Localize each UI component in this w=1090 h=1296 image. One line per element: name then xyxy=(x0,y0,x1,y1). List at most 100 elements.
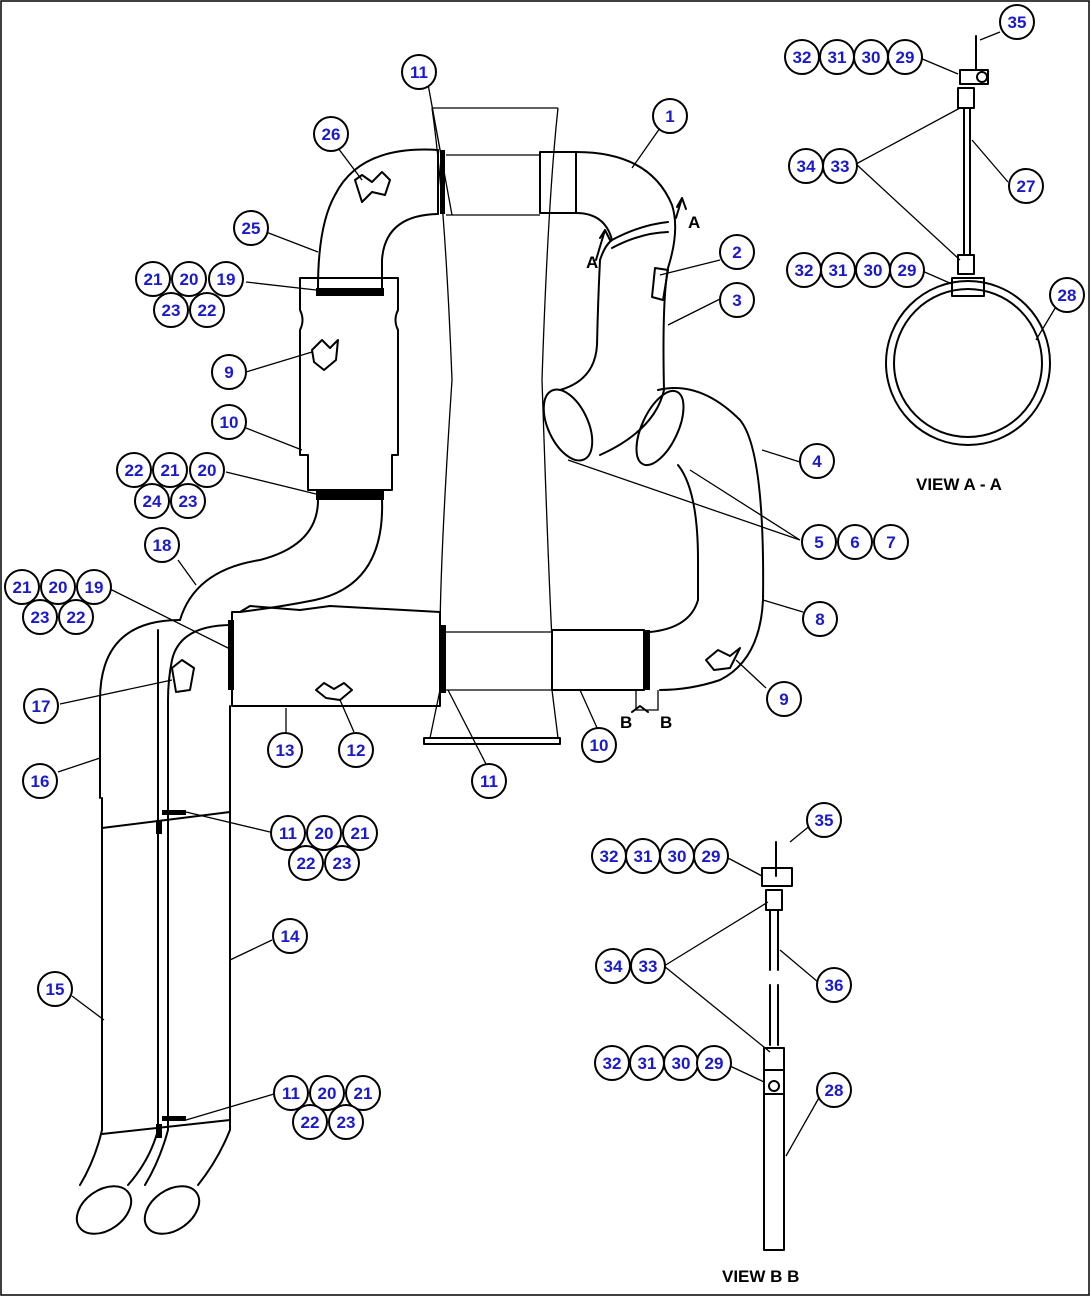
callout-number: 20 xyxy=(315,824,334,843)
upper-left-elbow xyxy=(316,148,540,296)
callout-17: 17 xyxy=(23,688,59,724)
callout-number: 24 xyxy=(143,492,162,511)
callout-bubble xyxy=(342,815,378,851)
callout-28a: 28 xyxy=(1049,277,1085,313)
callout-27: 27 xyxy=(1008,168,1044,204)
callout-28b: 28 xyxy=(816,1072,852,1108)
callout-bubble xyxy=(189,292,225,328)
callout-bubble xyxy=(153,292,189,328)
left-upper-muffler xyxy=(299,277,399,500)
callout-number: 17 xyxy=(32,697,51,716)
callout-number: 23 xyxy=(31,608,50,627)
callout-number: 15 xyxy=(46,980,65,999)
callout-bubble xyxy=(719,282,755,318)
view-a-a-label: VIEW A - A xyxy=(916,475,1002,494)
callout-11d: 11 xyxy=(270,815,306,851)
callout-bubble xyxy=(581,727,617,763)
callout-number: 29 xyxy=(896,48,915,67)
callout-21d: 21 xyxy=(342,815,378,851)
callout-number: 10 xyxy=(590,736,609,755)
callout-bubble xyxy=(144,527,180,563)
callout-22a: 22 xyxy=(189,292,225,328)
callout-number: 25 xyxy=(242,219,261,238)
callout-number: 11 xyxy=(282,1084,300,1103)
callout-32a: 32 xyxy=(784,39,820,75)
callout-number: 28 xyxy=(825,1081,844,1100)
callout-bubble xyxy=(4,569,40,605)
callout-number: 4 xyxy=(812,452,822,471)
left-s-bend xyxy=(179,499,384,621)
callout-16: 16 xyxy=(22,763,58,799)
callout-20d: 20 xyxy=(306,815,342,851)
callout-bubble xyxy=(801,524,837,560)
callout-number: 6 xyxy=(850,533,859,552)
callout-number: 32 xyxy=(793,48,812,67)
callout-number: 32 xyxy=(603,1054,622,1073)
callout-32d: 32 xyxy=(594,1045,630,1081)
callout-bubble xyxy=(345,1075,381,1111)
callout-number: 31 xyxy=(828,48,847,67)
callout-bubble xyxy=(313,116,349,152)
callout-number: 5 xyxy=(814,533,823,552)
callout-12: 12 xyxy=(338,732,374,768)
callout-4: 4 xyxy=(799,443,835,479)
callout-number: 26 xyxy=(322,125,341,144)
callout-number: 23 xyxy=(333,854,352,873)
callout-number: 22 xyxy=(67,608,86,627)
callout-number: 21 xyxy=(354,1084,373,1103)
callout-bubble xyxy=(208,261,244,297)
callout-bubble xyxy=(837,524,873,560)
callout-bubble xyxy=(152,452,188,488)
callout-31c: 31 xyxy=(625,838,661,874)
left-downpipe-elbow xyxy=(99,619,233,799)
callout-bubble xyxy=(324,845,360,881)
callout-23b: 23 xyxy=(170,483,206,519)
callout-10b: 10 xyxy=(581,727,617,763)
leader-lines xyxy=(57,31,1061,1157)
callout-number: 21 xyxy=(161,461,180,480)
callout-13: 13 xyxy=(267,732,303,768)
callout-number: 16 xyxy=(31,772,50,791)
callout-14: 14 xyxy=(272,918,308,954)
callout-bubble xyxy=(292,1104,328,1140)
callout-29c: 29 xyxy=(693,838,729,874)
callout-bubble xyxy=(211,404,247,440)
callout-35b: 35 xyxy=(806,802,842,838)
callout-18: 18 xyxy=(144,527,180,563)
callout-number: 32 xyxy=(600,847,619,866)
callout-number: 18 xyxy=(153,536,172,555)
callout-number: 2 xyxy=(732,243,741,262)
center-tank xyxy=(423,107,561,745)
center-muffler xyxy=(228,605,659,713)
callout-bubble xyxy=(799,443,835,479)
callout-number: 9 xyxy=(224,363,233,382)
callout-33b: 33 xyxy=(630,948,666,984)
callout-20c: 20 xyxy=(40,569,76,605)
callout-bubble xyxy=(76,569,112,605)
callout-number: 29 xyxy=(898,261,917,280)
callout-number: 23 xyxy=(179,492,198,511)
callout-11e: 11 xyxy=(273,1075,309,1111)
callout-11-mid: 11 xyxy=(471,763,507,799)
callout-bubble xyxy=(270,815,306,851)
callout-19a: 19 xyxy=(208,261,244,297)
callout-number: 34 xyxy=(797,157,816,176)
callout-bubble xyxy=(135,261,171,297)
right-piping xyxy=(539,151,765,691)
callout-number: 11 xyxy=(279,824,297,843)
callout-11-top: 11 xyxy=(401,54,437,90)
callout-32b: 32 xyxy=(786,252,822,288)
callout-number: 20 xyxy=(180,270,199,289)
callout-21c: 21 xyxy=(4,569,40,605)
callout-number: 31 xyxy=(829,261,848,280)
callout-number: 3 xyxy=(732,291,741,310)
callout-10a: 10 xyxy=(211,404,247,440)
callout-bubble xyxy=(309,1075,345,1111)
callout-5: 5 xyxy=(801,524,837,560)
callout-number: 30 xyxy=(668,847,687,866)
section-marker-b-left: B xyxy=(620,713,632,732)
callout-number: 22 xyxy=(125,461,144,480)
